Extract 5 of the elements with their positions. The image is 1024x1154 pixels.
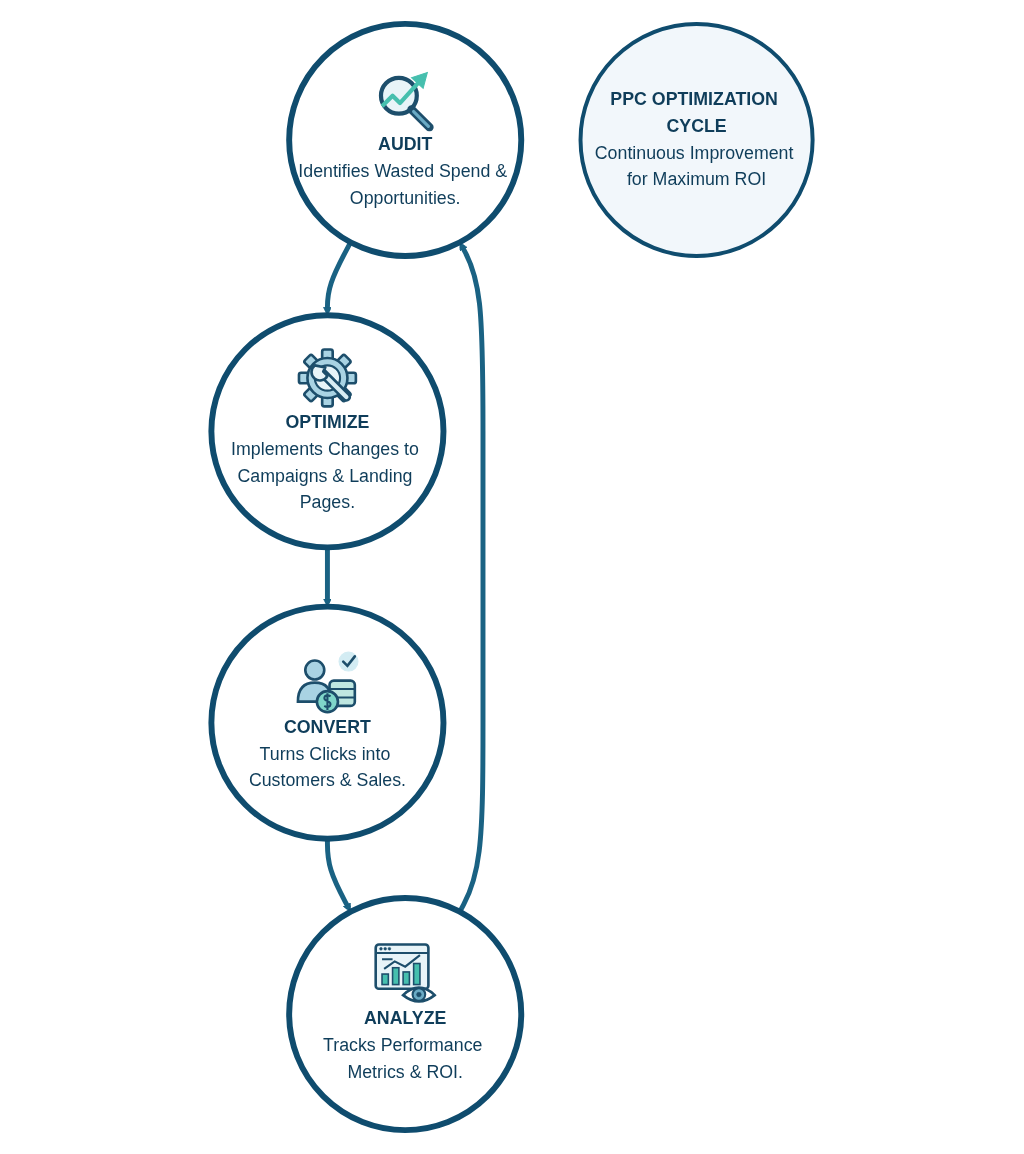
node-circle: ANALYZE Tracks Performance Metrics & ROI. [286, 895, 525, 1134]
node-circle: AUDIT Identifies Wasted Spend & Opportunities. [286, 20, 525, 259]
node-circle: CONVERT Turns Clicks into Customers & Sales. [208, 603, 447, 842]
node-circle: OPTIMIZE Implements Changes to Campaigns & Landing Pages. [208, 312, 447, 551]
node-circle: PPC OPTIMIZATION CYCLE Continuous Improvement for Maximum ROI [578, 21, 815, 258]
